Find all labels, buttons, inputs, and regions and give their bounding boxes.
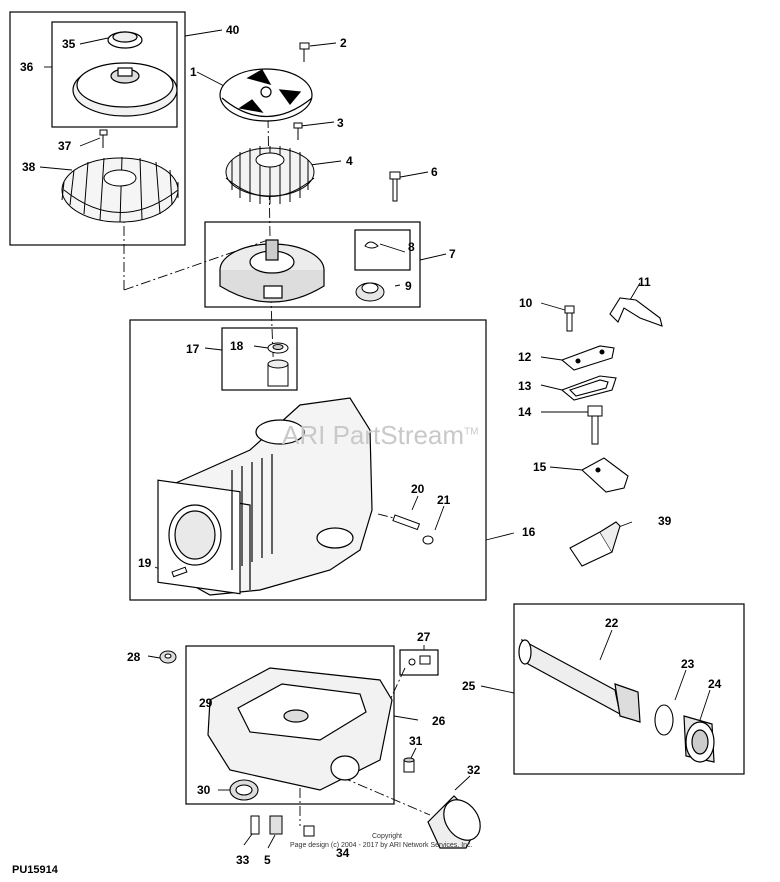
- pin-20: [392, 514, 421, 531]
- copyright-line-2: Page design (c) 2004 - 2017 by ARI Netwo…: [290, 842, 473, 849]
- gear-9: [355, 282, 385, 302]
- tube-11: [609, 297, 663, 327]
- sump-26: [207, 667, 393, 791]
- filter-tube-22: [518, 638, 641, 723]
- callout-4: 4: [346, 154, 353, 168]
- callout-23: 23: [681, 657, 695, 671]
- seal-30: [229, 779, 259, 801]
- filter-kit-box: [513, 603, 745, 775]
- watermark: ARI PartStreamTM: [282, 420, 479, 450]
- callout-10: 10: [519, 296, 533, 310]
- callout-24: 24: [708, 677, 722, 691]
- callout-15: 15: [533, 460, 547, 474]
- bushing-17: [267, 359, 289, 387]
- crankcase-16: [157, 397, 373, 596]
- callout-2: 2: [340, 36, 347, 50]
- callout-26: 26: [432, 714, 446, 728]
- screen-cap-35: [107, 31, 143, 49]
- oil-filter-32: [427, 795, 481, 849]
- callout-21: 21: [437, 493, 451, 507]
- callout-39: 39: [658, 514, 672, 528]
- bearing-subbox: [221, 327, 298, 391]
- callout-12: 12: [518, 350, 532, 364]
- bolt-14: [587, 405, 603, 445]
- callout-16: 16: [522, 525, 536, 539]
- callout-30: 30: [197, 783, 211, 797]
- bolt-10: [564, 305, 575, 332]
- callout-31: 31: [409, 734, 423, 748]
- plug-31: [403, 757, 415, 773]
- sump-box: [185, 645, 395, 805]
- plug-5: [269, 815, 283, 835]
- callout-11: 11: [638, 275, 651, 289]
- fan-4: [225, 146, 315, 204]
- pin-19: [171, 566, 188, 578]
- callout-37: 37: [58, 139, 72, 153]
- flywheel-box: [204, 221, 421, 308]
- callout-29: 29: [199, 696, 213, 710]
- callout-5: 5: [264, 853, 271, 867]
- key-8: [364, 241, 379, 249]
- baffle-15: [581, 457, 629, 493]
- fan-38: [61, 156, 179, 223]
- callout-13: 13: [518, 379, 532, 393]
- callout-19: 19: [138, 556, 152, 570]
- callout-18: 18: [230, 339, 244, 353]
- gasket-13: [560, 375, 617, 401]
- key-subbox: [354, 229, 411, 271]
- pin-34: [303, 825, 315, 837]
- bolt-6: [389, 171, 401, 202]
- callout-27: 27: [417, 630, 431, 644]
- rotating-screen-36: [72, 62, 178, 117]
- callout-7: 7: [449, 247, 456, 261]
- callout-6: 6: [431, 165, 438, 179]
- filter-cap-24: [683, 715, 715, 763]
- callout-25: 25: [462, 679, 476, 693]
- callout-9: 9: [405, 279, 412, 293]
- callout-28: 28: [127, 650, 141, 664]
- screw-37: [99, 129, 108, 148]
- copyright-line-1: Copyright: [372, 833, 402, 840]
- nut-28: [159, 650, 177, 664]
- callout-17: 17: [186, 342, 200, 356]
- callout-35: 35: [62, 37, 76, 51]
- plate-12: [560, 345, 615, 371]
- screw-2: [299, 42, 310, 62]
- callout-32: 32: [467, 763, 481, 777]
- plug-subbox: [399, 649, 439, 676]
- plug-21: [422, 535, 434, 545]
- o-ring-23: [654, 704, 674, 736]
- callout-36: 36: [20, 60, 34, 74]
- flywheel-7: [219, 239, 325, 303]
- fan-kit-box: [9, 11, 186, 246]
- callout-38: 38: [22, 160, 36, 174]
- figure-code: PU15914: [12, 864, 58, 876]
- callout-22: 22: [605, 616, 619, 630]
- seal-18: [267, 342, 289, 354]
- plug-27: [408, 655, 431, 666]
- callout-33: 33: [236, 853, 250, 867]
- fan-retainer-1: [219, 68, 313, 122]
- callout-20: 20: [411, 482, 425, 496]
- callout-8: 8: [408, 240, 415, 254]
- screw-33: [250, 815, 260, 835]
- callout-14: 14: [518, 405, 532, 419]
- callout-3: 3: [337, 116, 344, 130]
- screw-3: [293, 122, 303, 140]
- screen-subbox: [51, 21, 178, 128]
- callout-40: 40: [226, 23, 240, 37]
- sealant-tube-39: [569, 521, 621, 567]
- crankcase-box: [129, 319, 487, 601]
- callout-34: 34: [336, 846, 350, 860]
- callout-1: 1: [190, 65, 197, 79]
